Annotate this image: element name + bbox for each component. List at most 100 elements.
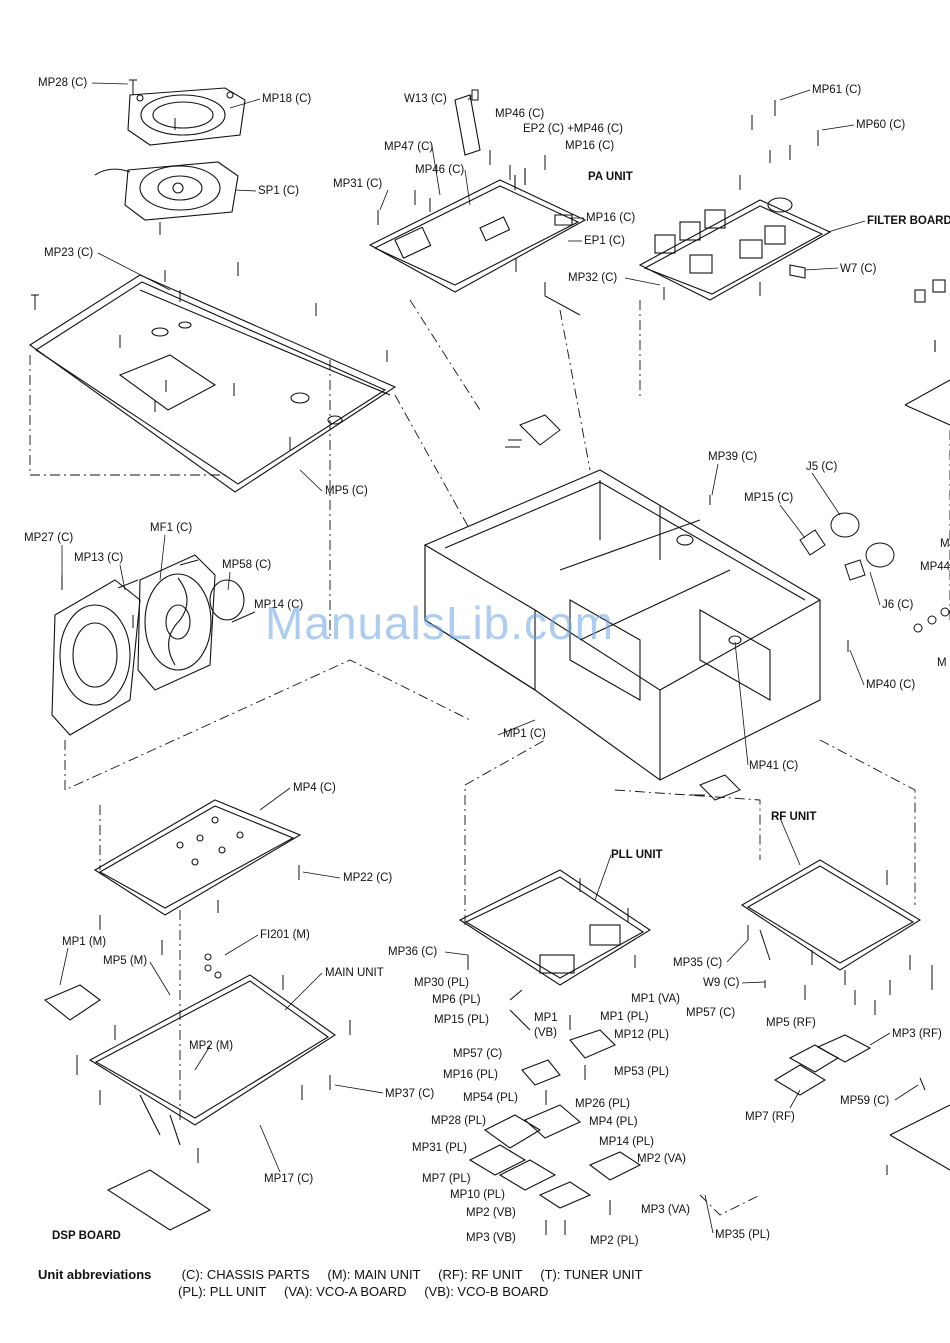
label-mp16-pl: MP16 (PL) (443, 1069, 498, 1081)
label-mp1-pl: MP1 (PL) (600, 1011, 649, 1023)
label-mp22-c: MP22 (C) (343, 872, 393, 884)
label-mp7-rf: MP7 (RF) (745, 1111, 795, 1123)
screws-top-left (31, 79, 388, 450)
label-mp59-c: MP59 (C) (840, 1095, 890, 1107)
rf-unit-board-drawing (740, 859, 950, 1171)
assembly-guide-lines (29, 299, 950, 1216)
label-mp4-c: MP4 (C) (293, 782, 336, 794)
label-mp14-c: MP14 (C) (254, 599, 304, 611)
label-sp1-c: SP1 (C) (258, 185, 299, 197)
pll-small-parts (468, 1029, 642, 1209)
label-main-unit: MAIN UNIT (325, 967, 384, 979)
fan-assembly-drawing (51, 554, 245, 736)
label-mp58-c: MP58 (C) (222, 559, 272, 571)
label-leader-lines (59, 82, 919, 1234)
label-mp2-va: MP2 (VA) (637, 1153, 686, 1165)
label-mp40-c: MP40 (C) (866, 679, 916, 691)
pll-screws (467, 878, 636, 1235)
label-mp1-c: MP1 (C) (503, 728, 546, 740)
chassis-connectors (505, 414, 950, 801)
rf-unit-screws (747, 870, 933, 1175)
label-mp2-pl: MP2 (PL) (590, 1235, 639, 1247)
filter-board-drawing (638, 197, 832, 301)
label-ep2-mp46: EP2 (C) +MP46 (C) (523, 123, 624, 135)
label-mp57-c-2: MP57 (C) (686, 1007, 736, 1019)
label-mp3-rf: MP3 (RF) (892, 1028, 942, 1040)
label-mp1-vb-b: (VB) (534, 1027, 557, 1039)
label-j5-c: J5 (C) (806, 461, 838, 473)
label-mp36-c: MP36 (C) (388, 946, 438, 958)
label-mp31-pl: MP31 (PL) (412, 1142, 467, 1154)
label-mp32-c: MP32 (C) (568, 272, 618, 284)
label-mp47-c: MP47 (C) (384, 141, 434, 153)
label-mp61-c: MP61 (C) (812, 84, 862, 96)
label-mp6-pl: MP6 (PL) (432, 994, 481, 1006)
label-m-cut-1: M (940, 538, 950, 550)
label-mp1-m: MP1 (M) (62, 936, 107, 948)
label-mp57-c-1: MP57 (C) (453, 1048, 503, 1060)
speaker-sp1-drawing (94, 161, 239, 221)
pll-unit-board-drawing (458, 869, 652, 1031)
filter-board-screws (663, 100, 819, 300)
pa-unit-board-drawing (368, 94, 587, 293)
label-mp28-pl: MP28 (PL) (431, 1115, 486, 1127)
label-rf-unit: RF UNIT (771, 811, 817, 823)
legend-item: (VA): VCO-A BOARD (284, 1284, 407, 1299)
label-mp37-c: MP37 (C) (385, 1088, 435, 1100)
speaker-bracket-drawing (127, 87, 246, 146)
legend-item: (C): CHASSIS PARTS (181, 1267, 310, 1282)
label-mp18-c: MP18 (C) (262, 93, 312, 105)
label-j6-c: J6 (C) (882, 599, 914, 611)
legend-title: Unit abbreviations (38, 1267, 152, 1282)
label-mp27-c: MP27 (C) (24, 532, 74, 544)
label-mp35-c: MP35 (C) (673, 957, 723, 969)
label-mp4-pl: MP4 (PL) (589, 1116, 638, 1128)
label-mp54-pl: MP54 (PL) (463, 1092, 518, 1104)
label-dsp-board: DSP BOARD (52, 1230, 121, 1242)
label-mp3-vb: MP3 (VB) (466, 1232, 516, 1244)
legend-item: (PL): PLL UNIT (178, 1284, 267, 1299)
label-mp5-m: MP5 (M) (103, 955, 148, 967)
label-mp16-c-1: MP16 (C) (565, 140, 615, 152)
label-mp23-c: MP23 (C) (44, 247, 94, 259)
label-mp7-pl: MP7 (PL) (422, 1173, 471, 1185)
label-mp26-pl: MP26 (PL) (575, 1098, 630, 1110)
label-mp14-pl: MP14 (PL) (599, 1136, 654, 1148)
main-chassis-drawing (424, 469, 821, 781)
label-mp15-pl: MP15 (PL) (434, 1014, 489, 1026)
label-mp46-c-2: MP46 (C) (415, 164, 465, 176)
label-mp5-rf: MP5 (RF) (766, 1017, 816, 1029)
label-mp41-c: MP41 (C) (749, 760, 799, 772)
label-w13-c: W13 (C) (404, 93, 447, 105)
legend-item: (RF): RF UNIT (438, 1267, 523, 1282)
label-fi201-m: FI201 (M) (260, 929, 310, 941)
label-mp28-c: MP28 (C) (38, 77, 88, 89)
label-mp44-cut: MP44 (920, 561, 950, 573)
label-filter-board: FILTER BOARD (867, 215, 950, 227)
label-mp2-m: MP2 (M) (189, 1040, 234, 1052)
label-mp53-pl: MP53 (PL) (614, 1066, 669, 1078)
label-mp10-pl: MP10 (PL) (450, 1189, 505, 1201)
label-mp46-c-top: MP46 (C) (495, 108, 545, 120)
label-mp1-va: MP1 (VA) (631, 993, 680, 1005)
tuner-board-partial (904, 279, 950, 426)
label-mp60-c: MP60 (C) (856, 119, 906, 131)
label-pll-unit: PLL UNIT (611, 849, 663, 861)
main-unit-board-drawing (43, 974, 336, 1231)
label-w7-c: W7 (C) (840, 263, 877, 275)
label-mp39-c: MP39 (C) (708, 451, 758, 463)
label-ep1-c: EP1 (C) (584, 235, 625, 247)
watermark-text: ManualsLib.com (265, 597, 614, 649)
shield-plate-mp4-drawing (93, 799, 302, 916)
label-mp13-c: MP13 (C) (74, 552, 124, 564)
label-mf1-c: MF1 (C) (150, 522, 193, 534)
label-mp5-c: MP5 (C) (325, 485, 368, 497)
label-pa-unit: PA UNIT (588, 171, 633, 183)
legend-item: (VB): VCO-B BOARD (424, 1284, 549, 1299)
label-mp31-c: MP31 (C) (333, 178, 383, 190)
label-mp17-c: MP17 (C) (264, 1173, 314, 1185)
label-mp30-pl: MP30 (PL) (414, 977, 469, 989)
label-mp16-c-2: MP16 (C) (586, 212, 636, 224)
